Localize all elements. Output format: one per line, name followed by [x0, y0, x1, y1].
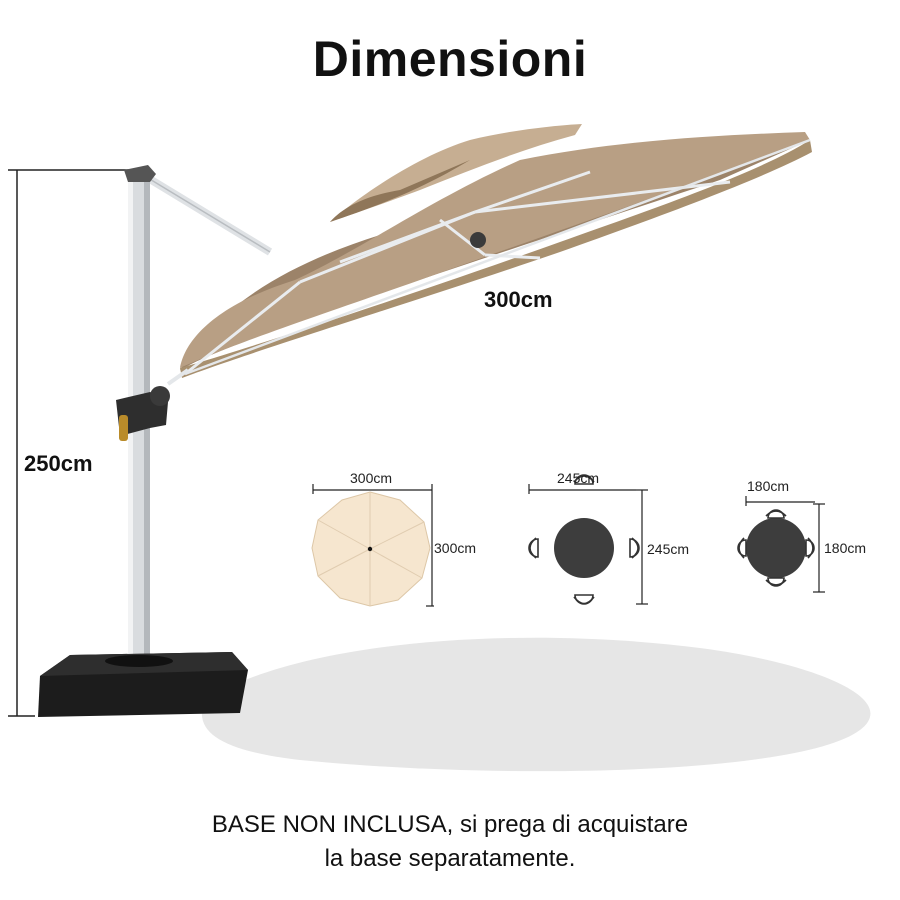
- height-label: 250cm: [24, 451, 93, 476]
- notice-line-1: BASE NON INCLUSA, si prega di acquistare: [211, 811, 689, 838]
- table-top-view-diagram-245: [528, 474, 648, 605]
- height-dimension-line: [8, 169, 130, 717]
- canopy-width-label: 300cm: [484, 287, 553, 312]
- umbrella-top-view-diagram: [311, 484, 434, 607]
- diagram-table180-depth-label: 180cm: [824, 540, 867, 556]
- tilt-crank-handle: [116, 368, 190, 441]
- page-title: Dimensioni: [312, 31, 588, 87]
- table-top-view-diagram-180: [737, 496, 825, 593]
- weighted-base: [38, 652, 248, 717]
- diagram-umbrella-depth-label: 300cm: [434, 540, 477, 556]
- base-not-included-notice: BASE NON INCLUSA, si prega di acquistare…: [0, 808, 900, 876]
- diagram-umbrella-width-label: 300cm: [350, 470, 393, 486]
- diagram-table245-depth-label: 245cm: [647, 541, 690, 557]
- diagram-table180-width-label: 180cm: [747, 478, 790, 494]
- canopy: [180, 124, 812, 378]
- ground-shadow: [201, 637, 871, 772]
- notice-line-2: la base separatamente.: [324, 845, 576, 872]
- diagram-table245-width-label: 245cm: [557, 470, 600, 486]
